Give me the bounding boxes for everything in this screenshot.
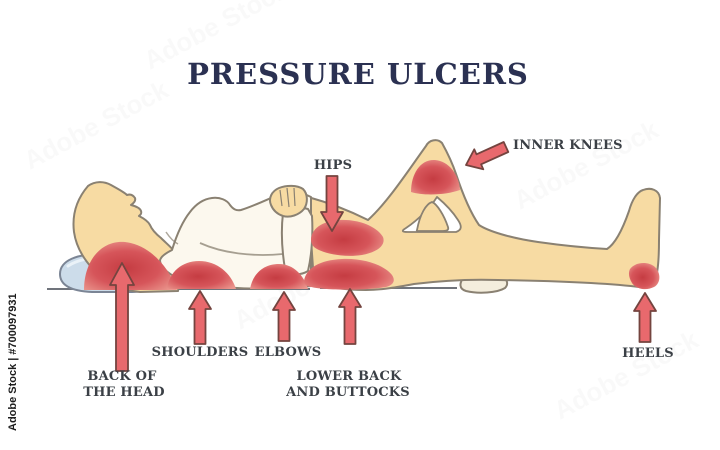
ulcer-spots	[84, 159, 660, 290]
ulcer-spot-inner-knee	[411, 159, 460, 195]
label-lower-back-line1: LOWER BACK	[296, 369, 402, 384]
arrow-shoulders	[188, 290, 212, 345]
ulcer-spot-buttocks	[304, 258, 394, 290]
arrow-heels	[633, 292, 657, 343]
ulcer-spot-elbow	[250, 264, 308, 289]
label-heels: HEELS	[622, 346, 674, 361]
torso-crease-line	[199, 242, 284, 256]
label-back-of-head-line1: BACK OF	[87, 369, 157, 384]
arrow-elbows	[272, 291, 296, 342]
arrow-hips	[320, 175, 344, 232]
arrow-inner-knees	[465, 141, 510, 171]
label-hips: HIPS	[314, 158, 352, 173]
arrow-back-of-head	[109, 262, 135, 372]
neck-crease-line	[165, 231, 179, 245]
pointer-arrows	[109, 141, 657, 372]
label-lower-back-line2: AND BUTTOCKS	[285, 385, 410, 400]
finger-lines	[279, 187, 296, 208]
ulcer-spot-shoulder	[167, 261, 236, 289]
figure-legs	[307, 139, 661, 291]
stock-credit-watermark: Adobe Stock | #700097931	[7, 293, 19, 431]
page-title: PRESSURE ULCERS	[187, 57, 529, 91]
arrow-lower-back	[338, 288, 362, 345]
figure-hand	[269, 184, 308, 218]
label-elbows: ELBOWS	[255, 345, 322, 360]
label-shoulders: SHOULDERS	[152, 345, 249, 360]
ulcer-spot-back-of-head	[84, 241, 177, 290]
pressure-point-labels: HIPS INNER KNEES BACK OF THE HEAD SHOULD…	[83, 138, 674, 400]
far-knee-bump	[415, 201, 450, 232]
label-inner-knees: INNER KNEES	[513, 138, 623, 153]
label-back-of-head-line2: THE HEAD	[83, 385, 165, 400]
ulcer-spot-hip	[311, 219, 384, 256]
ulcer-spot-heel	[628, 263, 660, 290]
